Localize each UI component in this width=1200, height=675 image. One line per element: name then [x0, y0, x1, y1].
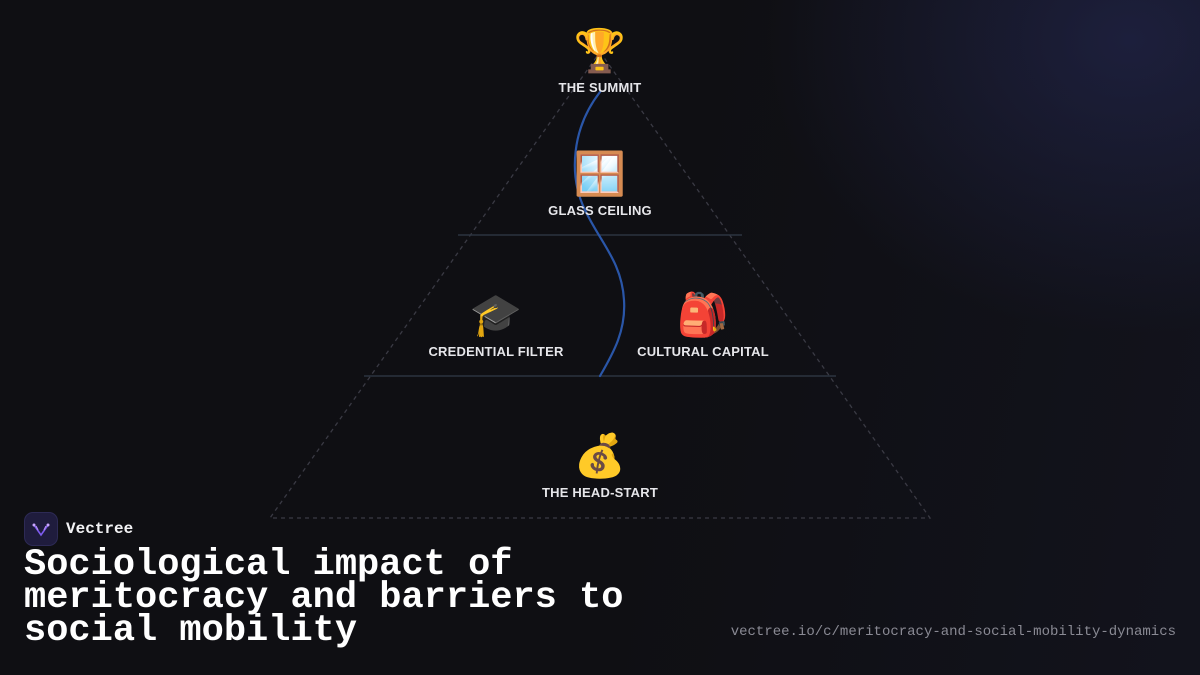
graduation-cap-icon: 🎓	[469, 290, 523, 339]
node-head-start: 💰 THE HEAD-START	[490, 431, 710, 500]
source-url[interactable]: vectree.io/c/meritocracy-and-social-mobi…	[730, 624, 1176, 640]
node-label: CULTURAL CAPITAL	[637, 344, 769, 359]
brand-name: Vectree	[66, 520, 134, 538]
vectree-logo-icon	[24, 512, 58, 546]
brand[interactable]: Vectree	[24, 512, 133, 546]
node-credential-filter: 🎓 CREDENTIAL FILTER	[386, 290, 606, 359]
node-cultural-capital: 🎒 CULTURAL CAPITAL	[593, 290, 813, 359]
page-title: Sociological impact of meritocracy and b…	[24, 544, 624, 652]
node-label: THE SUMMIT	[558, 80, 642, 95]
window-icon: 🪟	[573, 149, 627, 198]
trophy-icon: 🏆	[573, 26, 627, 75]
backpack-icon: 🎒	[676, 290, 730, 339]
node-summit: 🏆 THE SUMMIT	[490, 26, 710, 95]
node-label: GLASS CEILING	[548, 203, 652, 218]
node-glass-ceiling: 🪟 GLASS CEILING	[490, 149, 710, 218]
mobility-path-curve	[573, 90, 626, 378]
node-label: CREDENTIAL FILTER	[428, 344, 564, 359]
money-bag-icon: 💰	[573, 431, 627, 480]
node-label: THE HEAD-START	[542, 485, 658, 500]
